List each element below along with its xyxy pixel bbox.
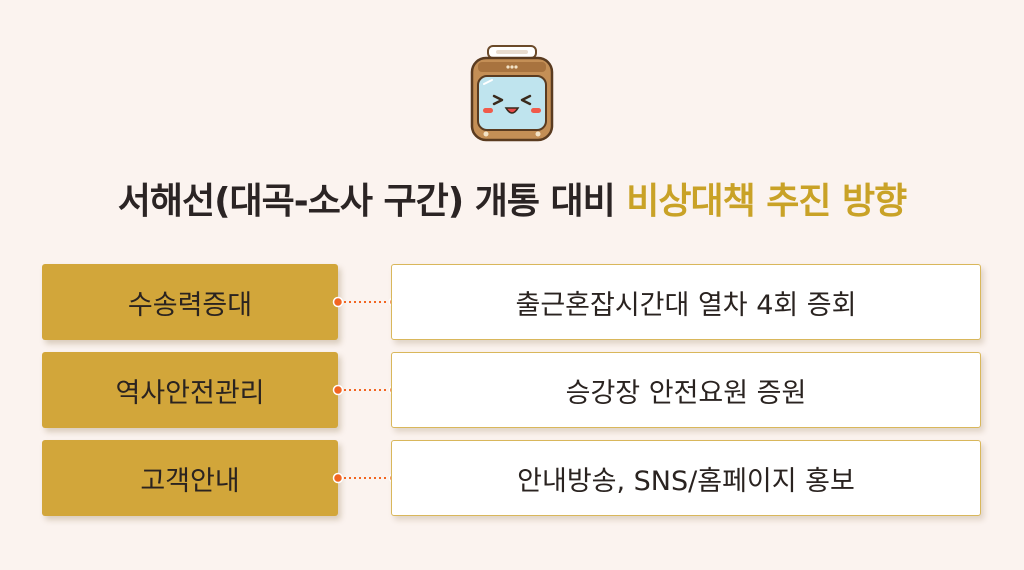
category-label: 고객안내 (42, 440, 338, 516)
dotted-connector (332, 384, 400, 396)
dotted-connector (332, 296, 400, 308)
plan-row: 수송력증대 출근혼잡시간대 열차 4회 증회 (0, 264, 1024, 340)
plan-row: 고객안내 안내방송, SNS/홈페이지 홍보 (0, 440, 1024, 516)
page-title: 서해선(대곡-소사 구간) 개통 대비 비상대책 추진 방향 (0, 172, 1024, 224)
category-label: 수송력증대 (42, 264, 338, 340)
title-highlight: 비상대책 추진 방향 (626, 181, 907, 222)
measure-description: 승강장 안전요원 증원 (391, 352, 981, 428)
measure-description: 출근혼잡시간대 열차 4회 증회 (391, 264, 981, 340)
train-face-icon (466, 44, 558, 144)
dotted-connector (332, 472, 400, 484)
category-label: 역사안전관리 (42, 352, 338, 428)
plan-row: 역사안전관리 승강장 안전요원 증원 (0, 352, 1024, 428)
title-main: 서해선(대곡-소사 구간) 개통 대비 (117, 181, 627, 222)
measure-description: 안내방송, SNS/홈페이지 홍보 (391, 440, 981, 516)
